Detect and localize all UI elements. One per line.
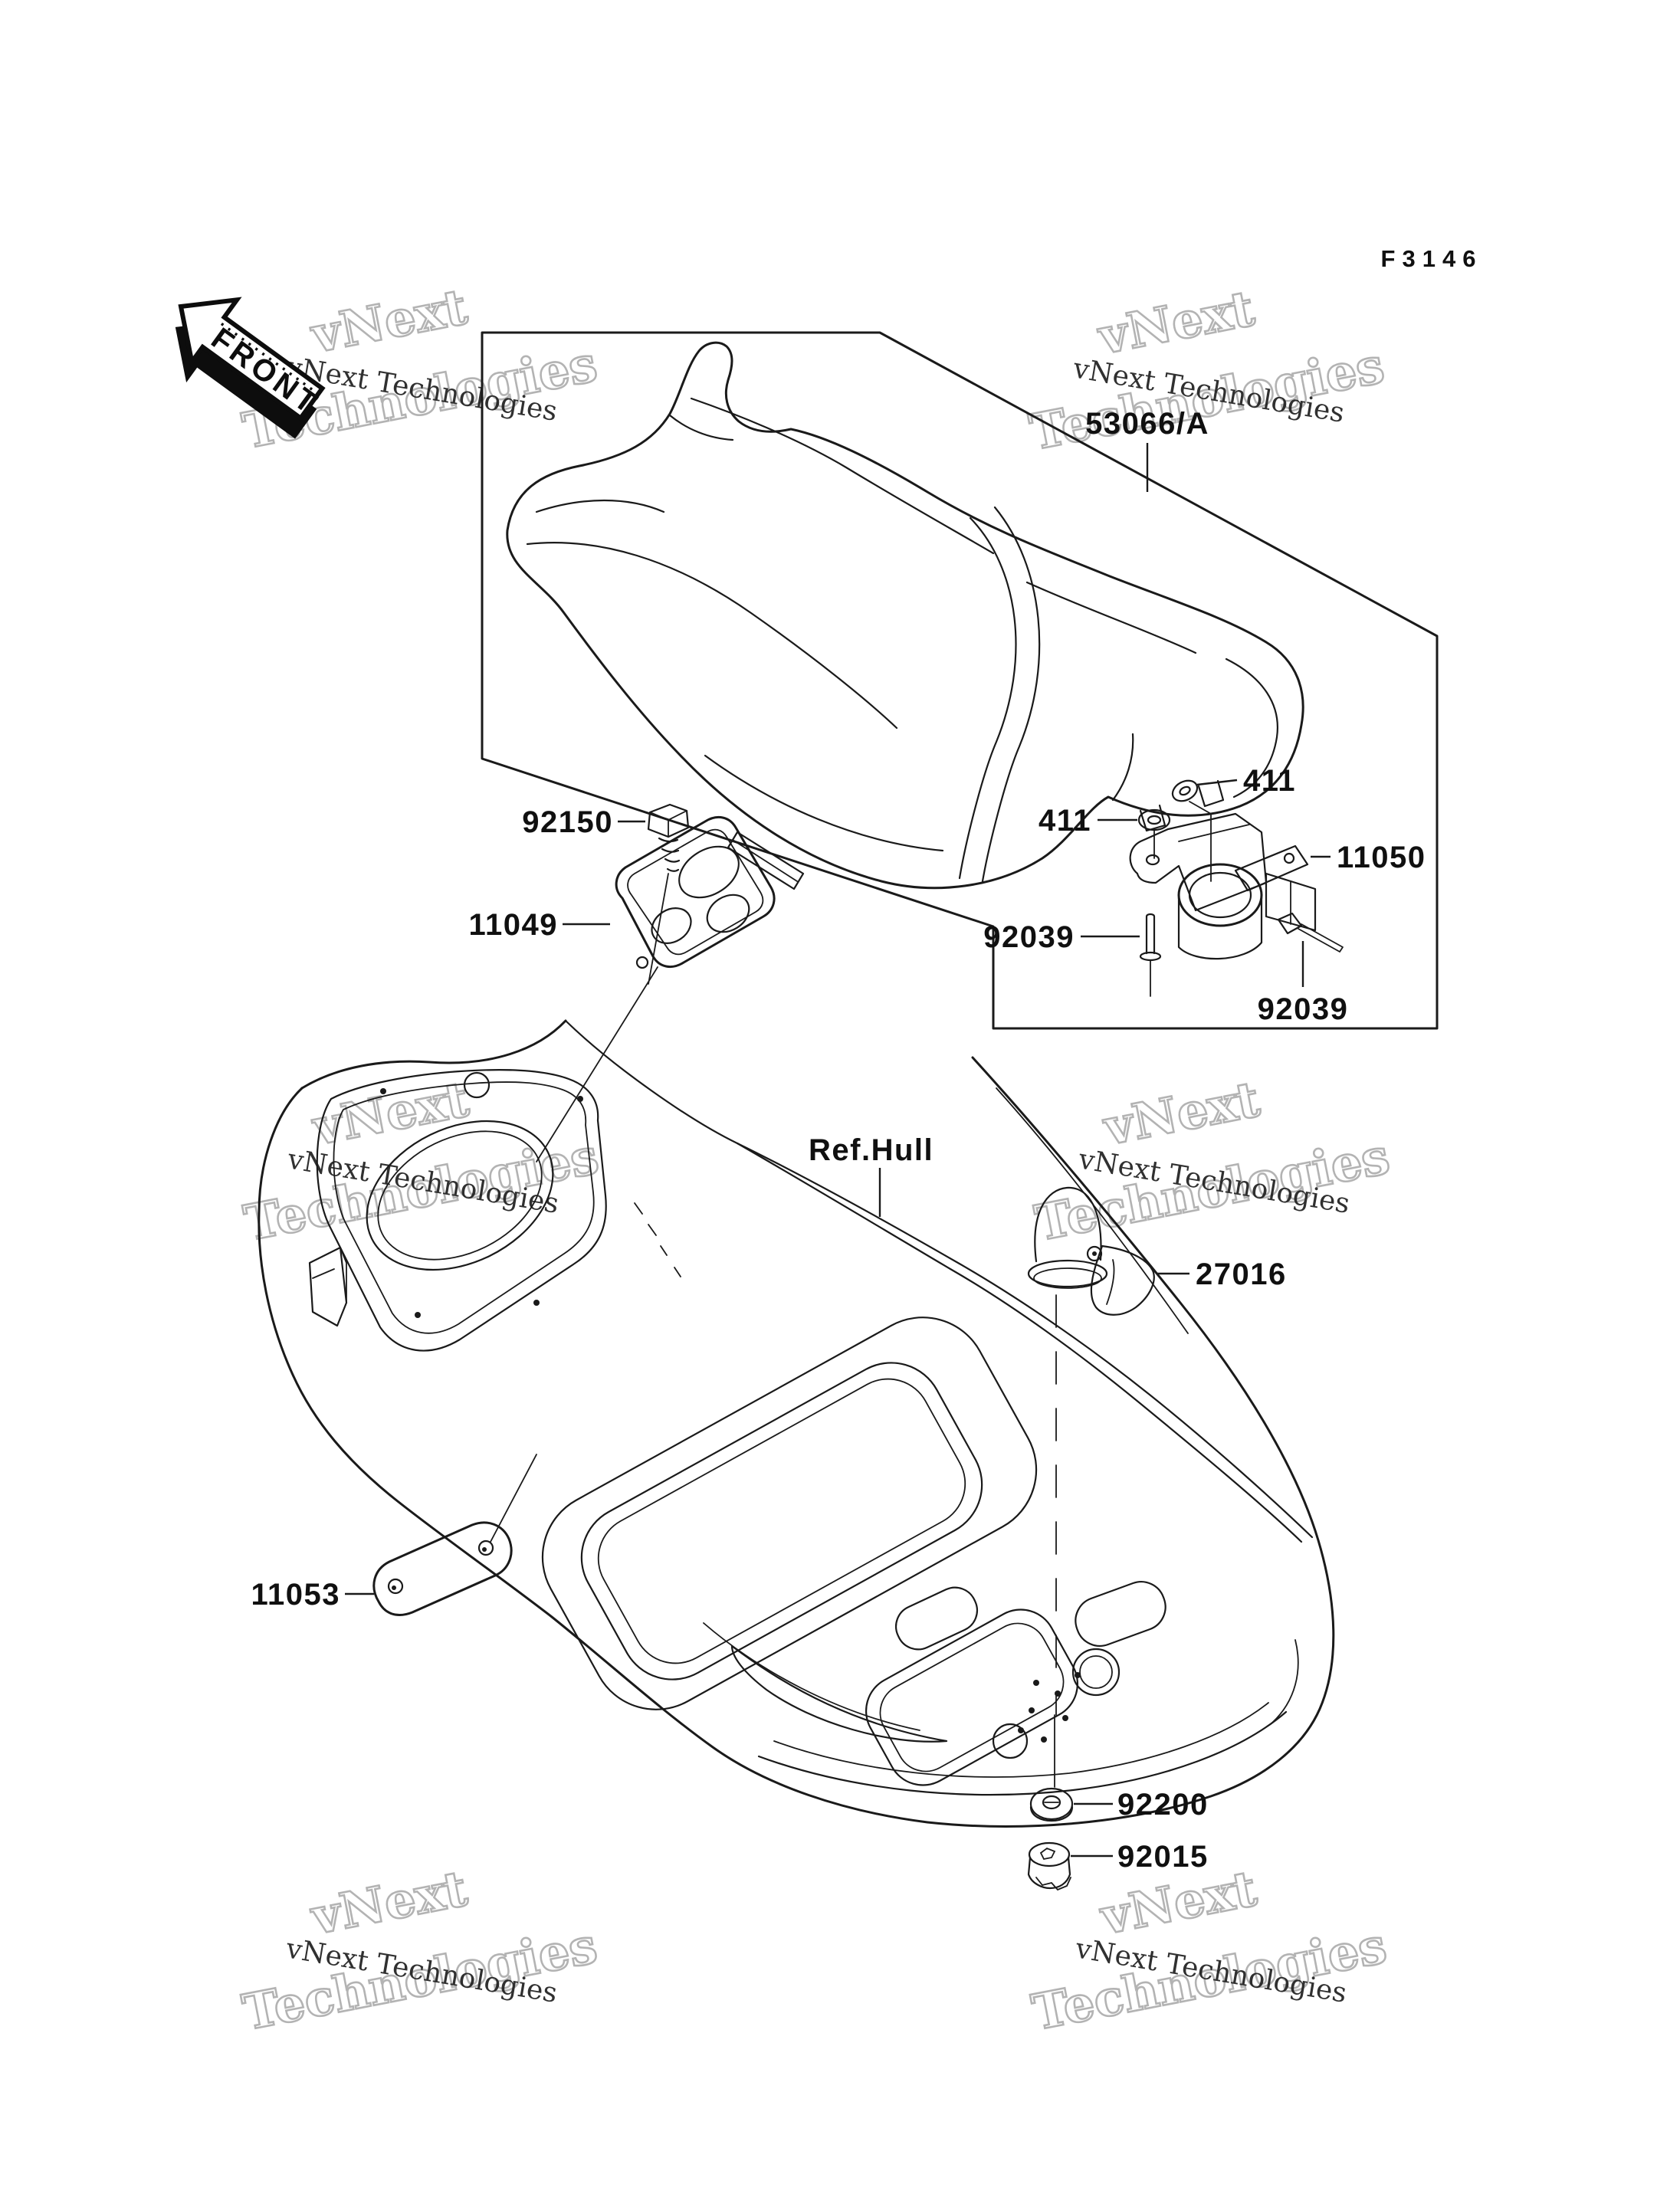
- damper-92200: [1029, 1787, 1113, 1822]
- gauge-hole-inner: [1079, 1655, 1113, 1689]
- part-label-11050: 11050: [1337, 841, 1426, 874]
- storage-recess: [316, 1069, 607, 1352]
- projection-line: [490, 1454, 537, 1543]
- part-label-92039-right: 92039: [1258, 992, 1349, 1026]
- latch-box: [1265, 872, 1317, 932]
- console-opening: [580, 1362, 983, 1681]
- part-label-ref-hull: Ref.Hull: [809, 1133, 934, 1167]
- sponson-line: [730, 1644, 948, 1743]
- seat-seam-left: [958, 516, 1017, 880]
- rear-edge: [757, 1710, 1288, 1796]
- mirror-27016: [1027, 1186, 1189, 1788]
- latch-collar: [1177, 863, 1263, 927]
- washer-top: [1171, 779, 1199, 802]
- part-label-411-left: 411: [1039, 804, 1091, 838]
- rear-corner: [1271, 1639, 1299, 1723]
- latch-detail: [1081, 779, 1344, 997]
- bolt-92150: [618, 803, 690, 985]
- washer-left-hole: [1147, 815, 1162, 825]
- watermark-outline-line1: vNext: [307, 1071, 474, 1157]
- sponson-line2: [703, 1622, 920, 1731]
- part-label-seat: 53066/A: [1085, 407, 1209, 441]
- latch-collar-inner: [1188, 871, 1252, 919]
- part-label-92015: 92015: [1117, 1840, 1209, 1874]
- lock-plate-rail: [727, 831, 805, 890]
- seat-contour: [690, 397, 995, 555]
- latch-arm: [1234, 844, 1309, 892]
- seat-outline: [506, 341, 1304, 890]
- watermark-outline-line1: vNext: [1093, 280, 1259, 366]
- storage-recess-inner: [333, 1081, 595, 1334]
- latch-cup: [1177, 897, 1263, 960]
- part-label-92150: 92150: [522, 805, 613, 839]
- watermark-bottom-left: vNext Technologies vNext Technologies: [237, 1859, 602, 2043]
- part-label-11049: 11049: [468, 908, 558, 942]
- gauge-hole-small: [992, 1723, 1029, 1759]
- rear-handle-left: [895, 1586, 978, 1651]
- seat-contour: [704, 754, 944, 852]
- hull-right-inner: [996, 1087, 1189, 1334]
- part-label-27016: 27016: [1196, 1258, 1287, 1291]
- mount-marks: [634, 1202, 681, 1277]
- mirror-wedge: [1090, 1244, 1155, 1316]
- part-label-11053: 11053: [251, 1578, 340, 1612]
- hull-pocket: [308, 1246, 348, 1327]
- latch-arm-hole: [1283, 852, 1295, 864]
- pin-right: [1277, 912, 1344, 953]
- watermark-mid-right: vNext Technologies vNext Technologies: [1029, 1070, 1395, 1254]
- front-arrow-face: [178, 297, 326, 421]
- hull-gunwale: [564, 1019, 1314, 1539]
- watermark-outline-line1: vNext: [1098, 1071, 1265, 1157]
- bracket-hole: [1145, 854, 1160, 866]
- seat-foot: [1139, 804, 1166, 832]
- hull: [258, 1019, 1335, 1828]
- hull-gunwale-inner: [736, 1142, 1303, 1543]
- strap-11053: [345, 1454, 537, 1616]
- figure-code: F3146: [1381, 245, 1483, 272]
- rear-edge-inner: [773, 1702, 1269, 1778]
- watermark-bottom-right: vNext Technologies vNext Technologies: [1026, 1859, 1392, 2043]
- seat-contour: [526, 542, 898, 730]
- nut-92015: [1027, 1841, 1113, 1891]
- seat-seam-right: [981, 506, 1041, 883]
- rear-handle-right: [1075, 1581, 1166, 1647]
- seat-assembly: [506, 341, 1304, 890]
- hull-outline: [258, 1056, 1335, 1828]
- part-label-411-top: 411: [1243, 764, 1296, 798]
- seat-contour: [1025, 581, 1197, 654]
- lock-plate-11049: [536, 815, 805, 1162]
- watermark-outline-line1: vNext: [306, 1860, 472, 1946]
- seat-contour: [535, 499, 665, 513]
- washer-left: [1137, 808, 1171, 831]
- assembly-line: [1189, 801, 1212, 882]
- storage-hatch: [366, 1120, 554, 1271]
- console-rim: [541, 1317, 1038, 1710]
- seat-contour: [668, 414, 734, 441]
- part-label-92200: 92200: [1117, 1788, 1209, 1822]
- latch-bracket-plate: [1129, 812, 1268, 912]
- watermark-outline-line1: vNext: [306, 278, 472, 365]
- bracket-bend: [1178, 824, 1250, 842]
- pin-left: [1139, 913, 1162, 997]
- detail-box: [481, 331, 1439, 1030]
- storage-circle: [463, 1071, 491, 1099]
- seat-contour: [1225, 657, 1278, 798]
- gauge-hole: [1071, 1648, 1121, 1697]
- projection-line: [536, 966, 658, 1162]
- seat-contour: [1111, 733, 1134, 802]
- hull-bow-top: [300, 1019, 567, 1090]
- seat-foot: [1197, 779, 1225, 808]
- leader-411-top: [1196, 779, 1238, 786]
- part-label-92039-left: 92039: [983, 920, 1075, 954]
